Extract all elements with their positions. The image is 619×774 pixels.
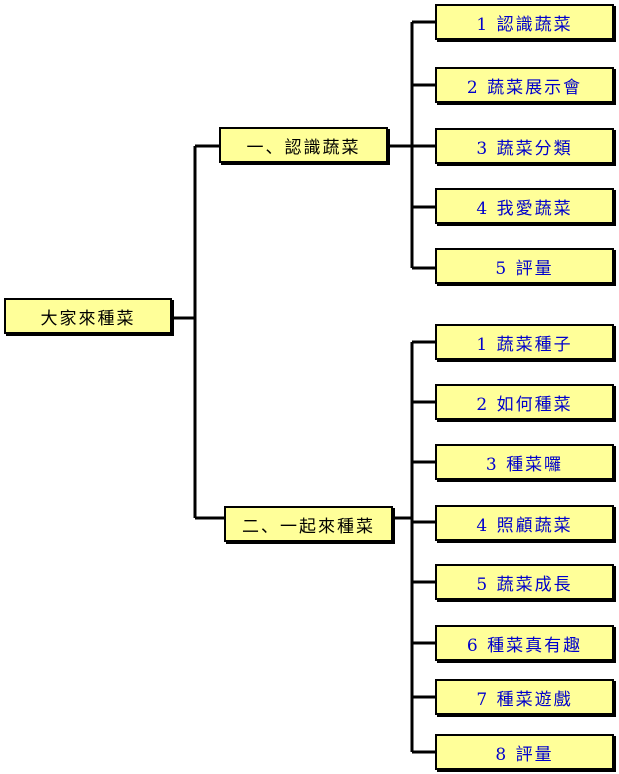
branch-node-2: 二、一起來種菜 (224, 506, 393, 542)
leaf-node: 3 蔬菜分類 (435, 128, 614, 164)
leaf-node: 1 蔬菜種子 (435, 324, 614, 360)
leaf-node: 3 種菜囉 (435, 444, 614, 480)
leaf-node: 5 蔬菜成長 (435, 564, 614, 600)
leaf-node: 1 認識蔬菜 (435, 4, 614, 40)
leaf-node: 4 我愛蔬菜 (435, 188, 614, 224)
leaf-node: 5 評量 (435, 248, 614, 284)
leaf-node: 4 照顧蔬菜 (435, 505, 614, 541)
leaf-node: 6 種菜真有趣 (435, 625, 614, 661)
leaf-node: 2 如何種菜 (435, 384, 614, 420)
leaf-node: 8 評量 (435, 734, 614, 770)
root-node: 大家來種菜 (4, 298, 172, 334)
leaf-node: 7 種菜遊戲 (435, 679, 614, 715)
branch-node-1: 一、認識蔬菜 (219, 127, 388, 163)
leaf-node: 2 蔬菜展示會 (435, 67, 614, 103)
